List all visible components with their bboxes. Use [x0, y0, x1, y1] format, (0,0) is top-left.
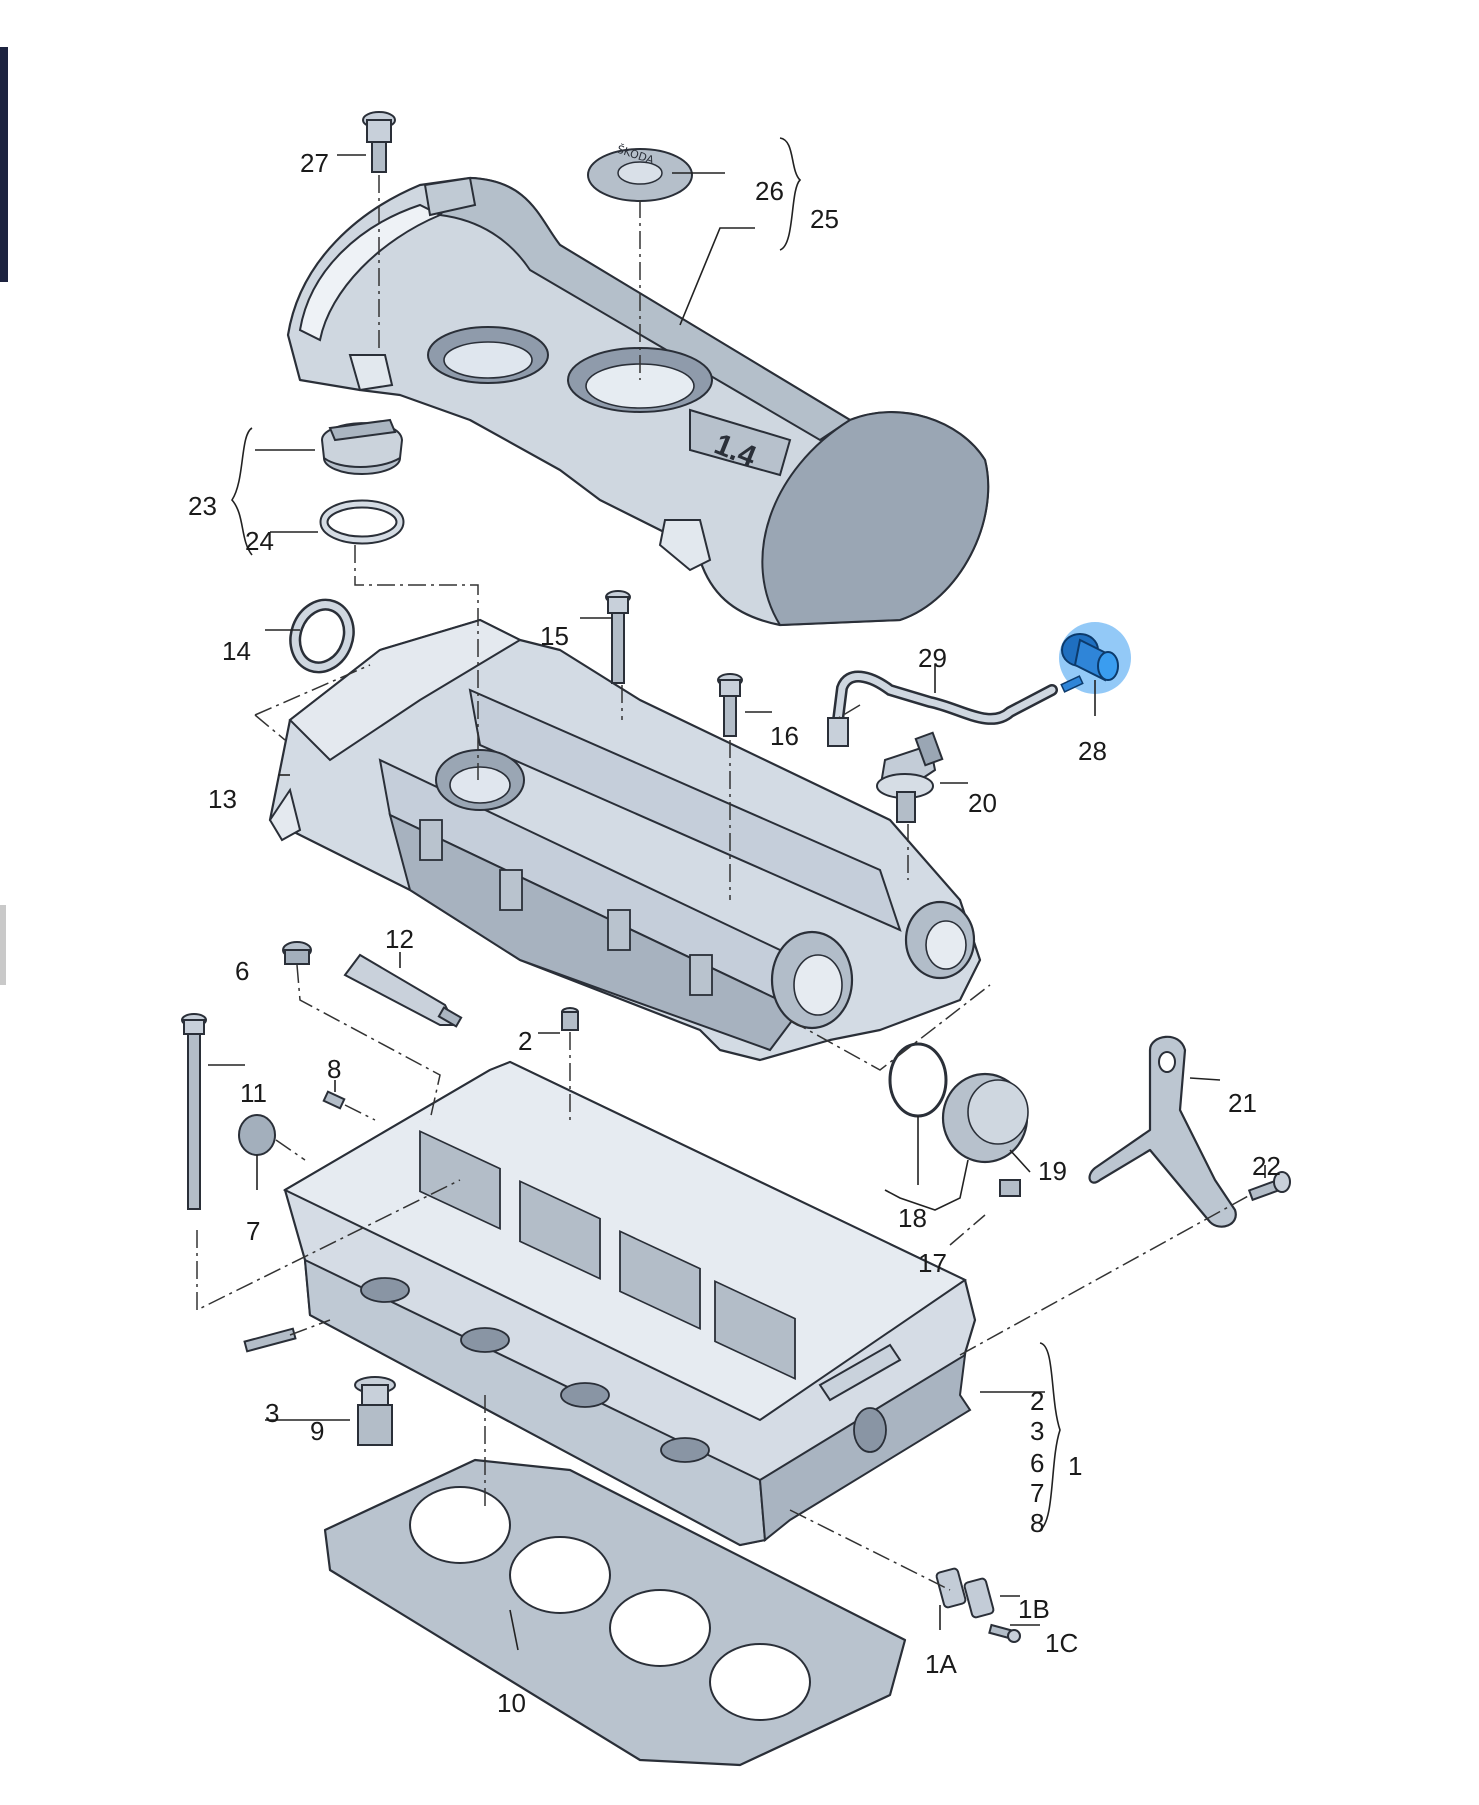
callout-28[interactable]: 28 — [1078, 736, 1107, 766]
oil-filler-cap — [320, 418, 404, 475]
pin-8 — [322, 1090, 346, 1110]
sealant-tube-12 — [343, 953, 463, 1028]
bolt-15 — [605, 590, 631, 684]
sealing-plug-7 — [238, 1114, 276, 1156]
callout-21[interactable]: 21 — [1228, 1088, 1257, 1118]
cover-1B — [963, 1577, 995, 1619]
callout-10[interactable]: 10 — [497, 1688, 526, 1718]
callout-29[interactable]: 29 — [918, 643, 947, 673]
callout-13[interactable]: 13 — [208, 784, 237, 814]
oil-cap-seal — [319, 499, 405, 545]
callout-7b[interactable]: 7 — [1030, 1478, 1044, 1508]
callout-9[interactable]: 9 — [310, 1416, 324, 1446]
lifting-bracket-21 — [1088, 1035, 1237, 1228]
callout-16[interactable]: 16 — [770, 721, 799, 751]
hall-sensor — [876, 731, 944, 823]
seal-ring-14 — [289, 598, 355, 674]
callout-20[interactable]: 20 — [968, 788, 997, 818]
callout-26[interactable]: 26 — [755, 176, 784, 206]
callout-labels: 27 26 25 23 24 14 15 16 29 28 20 13 12 6… — [188, 148, 1281, 1718]
callout-23[interactable]: 23 — [188, 491, 217, 521]
head-gasket — [323, 1458, 907, 1767]
callout-1[interactable]: 1 — [1068, 1451, 1082, 1481]
callout-2b[interactable]: 2 — [1030, 1386, 1044, 1416]
head-bolt-11 — [181, 1013, 207, 1210]
assembly-lines — [196, 175, 1251, 1591]
callout-8b[interactable]: 8 — [1030, 1508, 1044, 1538]
callout-3a[interactable]: 3 — [265, 1398, 279, 1428]
breather-hose — [827, 670, 1058, 747]
window-edge-bar — [0, 47, 8, 282]
leader-lines — [208, 137, 1266, 1651]
callout-27[interactable]: 27 — [300, 148, 329, 178]
o-ring-18 — [888, 1042, 948, 1118]
callout-19[interactable]: 19 — [1038, 1156, 1067, 1186]
callout-24[interactable]: 24 — [245, 526, 274, 556]
callout-11[interactable]: 11 — [240, 1078, 267, 1108]
callout-1C[interactable]: 1C — [1045, 1628, 1078, 1658]
callout-1A[interactable]: 1A — [925, 1649, 957, 1679]
dowel-pin-2 — [561, 1007, 579, 1031]
pressure-valve-highlighted[interactable] — [1059, 622, 1131, 694]
bolt-27 — [362, 111, 396, 173]
stud-3 — [243, 1327, 297, 1353]
callout-6a[interactable]: 6 — [235, 956, 249, 986]
window-edge-bar-lower — [0, 905, 6, 985]
callout-7a[interactable]: 7 — [246, 1216, 260, 1246]
screw-1C — [988, 1623, 1021, 1643]
callout-14[interactable]: 14 — [222, 636, 251, 666]
callout-2a[interactable]: 2 — [518, 1026, 532, 1056]
gasket-1A — [935, 1567, 967, 1609]
engine-cover: 1.4 — [286, 176, 990, 627]
callout-3b[interactable]: 3 — [1030, 1416, 1044, 1446]
callout-22[interactable]: 22 — [1252, 1151, 1281, 1181]
callout-25[interactable]: 25 — [810, 204, 839, 234]
callout-17[interactable]: 17 — [918, 1248, 947, 1278]
plug-6 — [282, 941, 312, 965]
callout-18[interactable]: 18 — [898, 1203, 927, 1233]
callout-12[interactable]: 12 — [385, 924, 414, 954]
camshaft-housing — [268, 618, 982, 1062]
end-cover-19 — [941, 1072, 1029, 1197]
cylinder-head — [282, 1060, 977, 1547]
callout-15[interactable]: 15 — [540, 621, 569, 651]
bolt-16 — [717, 673, 743, 737]
skoda-emblem: ŠKODA — [587, 143, 693, 202]
bolt-22 — [1247, 1171, 1291, 1202]
sleeve-9 — [354, 1376, 396, 1446]
callout-8a[interactable]: 8 — [327, 1054, 341, 1084]
callout-1B[interactable]: 1B — [1018, 1594, 1050, 1624]
callout-6b[interactable]: 6 — [1030, 1448, 1044, 1478]
